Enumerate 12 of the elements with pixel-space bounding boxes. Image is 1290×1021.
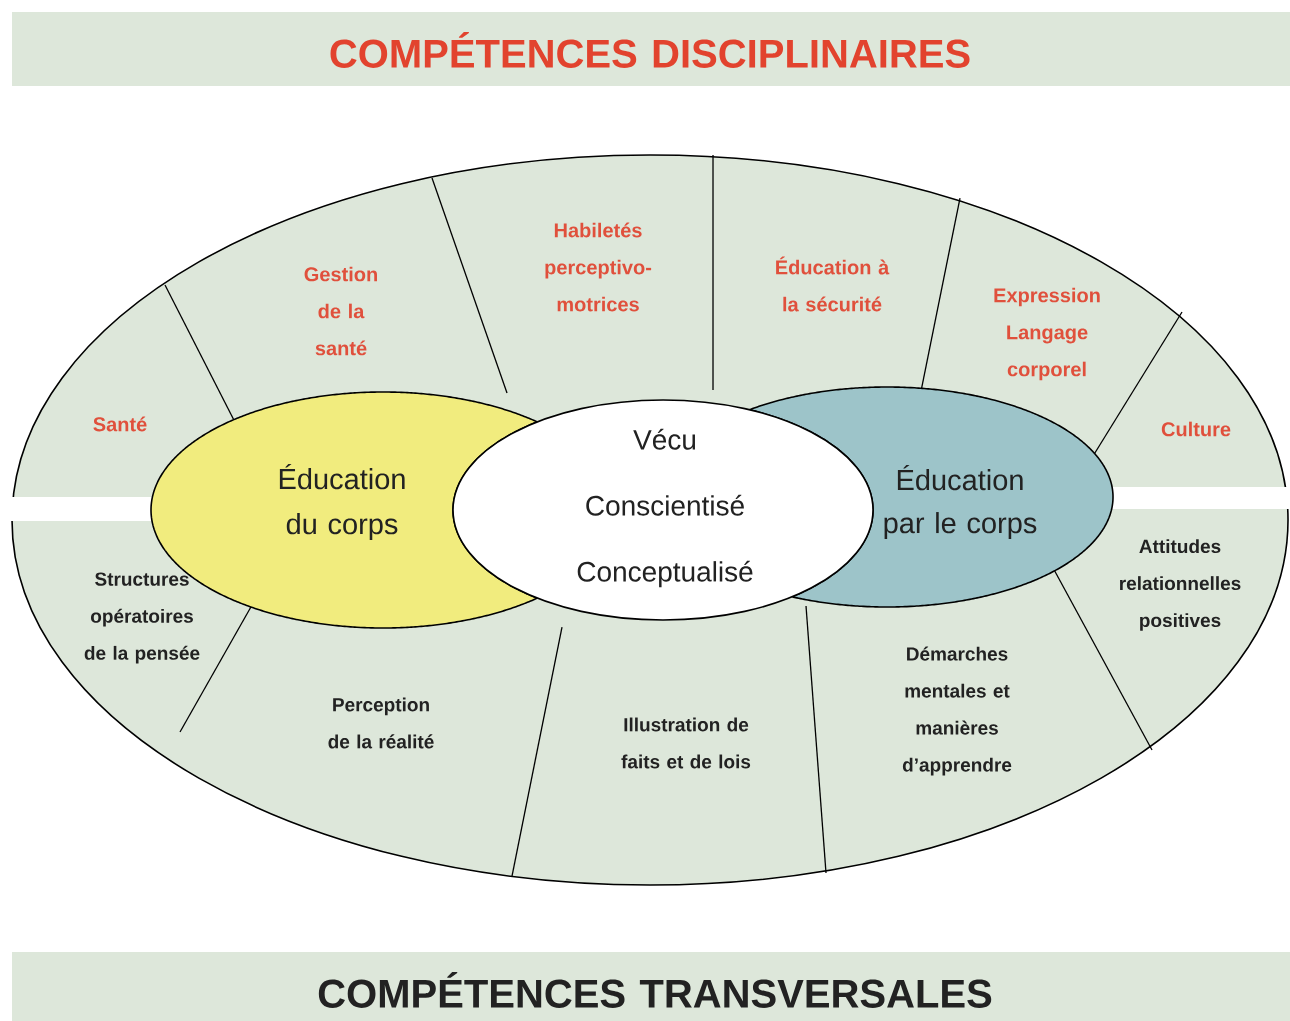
segment-label: Attitudes relationnelles positives (1120, 539, 1241, 631)
heading-band: COMPÉTENCES TRANSVERSALES (12, 952, 1290, 1021)
segment-label: Culture (1161, 421, 1231, 437)
segment-label: Habiletés perceptivo-motrices (545, 222, 652, 312)
segment-label: Expression Langage corporel (994, 287, 1100, 381)
segment-label: Perception de la réalité (328, 697, 434, 749)
segment-label: Gestion de la santé (304, 266, 377, 356)
heading-band: COMPÉTENCES DISCIPLINAIRES (12, 12, 1290, 86)
segment-label: Illustration de faits et de lois (621, 717, 751, 769)
segment-label: Démarches mentales et manières d’apprendre (902, 646, 1012, 776)
segment-label: Santé (93, 416, 147, 432)
segment-label: Éducation à la sécurité (776, 256, 890, 312)
